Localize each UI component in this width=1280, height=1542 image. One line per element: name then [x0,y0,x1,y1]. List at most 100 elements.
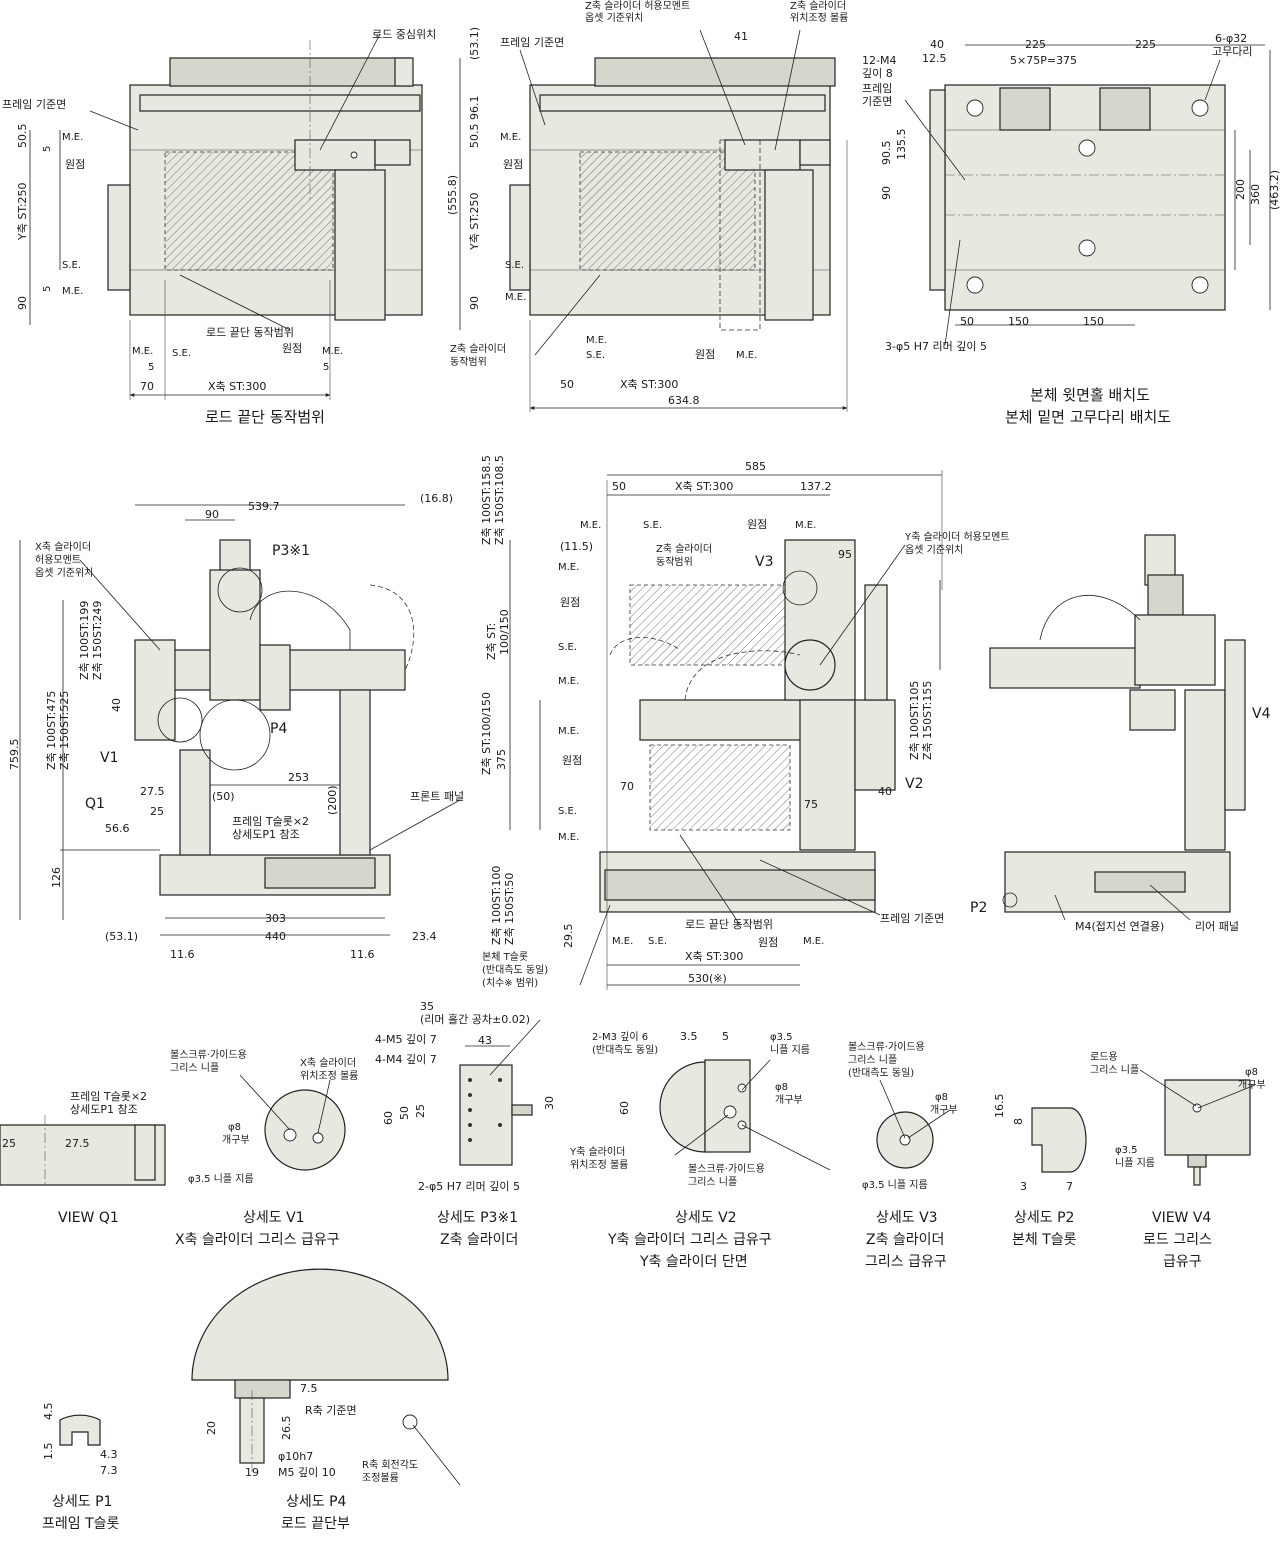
label-origin-3: 원점 [503,158,523,171]
dim-x-st-1: X축 ST:300 [208,380,266,393]
dim-5-d: 5 [42,286,53,292]
dim-50-d: 50 [398,1106,411,1120]
top-left-view: 로드 중심위치 프레임 기준면 M.E. 원점 S.E. M.E. 로드 끝단 … [2,28,436,426]
label-p3-tol-1: 35 [420,1000,434,1013]
dim-70-b: 70 [620,780,634,793]
title-p4-1: 상세도 P4 [286,1494,347,1510]
label-m5-depth: M5 깊이 10 [278,1466,336,1479]
label-se-5: S.E. [643,520,662,531]
title-p3-2: Z축 슬라이더 [440,1232,518,1248]
dim-759-5: 759.5 [8,739,21,771]
detail-p4: 7.5 R축 기준면 20 26.5 φ10h7 19 M5 깊이 10 R축 … [191,1268,461,1532]
label-me-5: M.E. [500,132,521,143]
dim-5-c: 5 [42,146,53,152]
dim-z-st-a: Z축 ST: [485,623,498,660]
dim-50-b: 50 [960,315,974,328]
label-r-ref: R축 기준면 [305,1404,357,1417]
dim-23-4: 23.4 [412,930,437,943]
dim-y-st-2: Y축 ST:250 [468,192,481,251]
label-v2-opening: 개구부 [775,1094,803,1106]
label-v2-grease-2: 그리스 니플 [688,1176,737,1188]
label-origin-6: 원점 [560,596,580,609]
dim-41: 41 [734,30,748,43]
label-p3-tol-2: (리머 홀간 공차±0.02) [420,1013,530,1026]
label-v2-yvol-2: 위치조정 볼륨 [570,1158,628,1171]
title-v3-2: Z축 슬라이더 [866,1232,944,1248]
label-v2-phi8: φ8 [775,1082,788,1093]
title-view-q1: VIEW Q1 [58,1210,119,1226]
detail-v2: 2-M3 깊이 6 (반대측도 동일) 3.5 5 φ3.5 니플 지름 φ8 … [569,1030,831,1270]
label-rod-tip-range-2: 로드 끝단 동작범위 [685,918,773,931]
label-me-2: M.E. [62,286,83,297]
label-v1-nipple: φ3.5 니플 지름 [188,1173,254,1185]
label-p2: P2 [970,900,987,916]
label-y-moment-1: Y축 슬라이더 허용모멘트 [904,531,1009,543]
label-body-tslot-1: 본체 T슬롯 [482,951,528,963]
title-p2-2: 본체 T슬롯 [1012,1232,1077,1248]
dim-200p: (200) [326,785,339,815]
dim-11-5: (11.5) [560,540,593,553]
label-v4-phi8: φ8 [1245,1067,1258,1078]
label-frame-tslot-1: 프레임 T슬롯×2 [232,815,309,828]
dim-7-a: 7 [1066,1180,1073,1193]
label-v2-nipple: 니플 지름 [770,1044,810,1056]
dim-90-c: 90 [880,186,893,200]
label-r-vol-2: 조정볼륨 [362,1472,399,1484]
label-p3-reamer: 2-φ5 H7 리머 깊이 5 [418,1180,520,1193]
label-se-2: S.E. [172,348,191,359]
label-q1-tslot-2: 상세도P1 참조 [70,1103,138,1116]
dim-12-5: 12.5 [922,52,947,65]
dim-4-3: 4.3 [100,1448,118,1461]
dim-5-e: 5 [722,1030,729,1043]
label-frame-tslot-2: 상세도P1 참조 [232,828,300,841]
title-v4-1: VIEW V4 [1152,1210,1211,1226]
dim-z-mid-1: Z축 100ST:199 [78,601,91,680]
detail-p3: 35 (리머 홀간 공차±0.02) 4-M5 깊이 7 4-M4 깊이 7 4… [375,1000,556,1248]
label-frame-ref-center: 프레임 기준면 [880,912,944,925]
dim-56-6: 56.6 [105,822,130,835]
dim-3: 3 [1020,1180,1027,1193]
dim-50-c: 50 [612,480,626,493]
label-v4-nipple: 니플 지름 [1115,1157,1155,1169]
dim-200-a: 200 [1234,179,1247,200]
label-x-moment-3: 옵셋 기준위치 [35,566,93,579]
dim-x-st-4: X축 ST:300 [685,950,743,963]
dim-z-top-2: Z축 150ST:108.5 [493,455,506,545]
label-origin-5: 원점 [747,518,767,531]
title-p2-1: 상세도 P2 [1014,1210,1074,1226]
dim-19: 19 [245,1466,259,1479]
label-r-vol-1: R축 회전각도 [362,1459,418,1471]
dim-60-a: 60 [382,1111,395,1125]
dim-x-st-2: X축 ST:300 [620,378,678,391]
label-y-moment-2: 옵셋 기준위치 [905,543,963,556]
dim-3-5: 3.5 [680,1030,698,1043]
dim-53-1: (53.1) [468,27,481,60]
dim-75: 75 [804,798,818,811]
label-se-3: S.E. [505,260,524,271]
label-se-7: S.E. [558,806,577,817]
dim-7-5: 7.5 [300,1382,318,1395]
dim-25-b: 25 [2,1137,16,1150]
label-frame-ref-2: 프레임 기준면 [500,36,564,49]
label-z-range-c1: Z축 슬라이더 [656,543,712,555]
label-origin-1: 원점 [65,158,85,171]
dim-585: 585 [745,460,766,473]
dim-27-5-b: 27.5 [65,1137,90,1150]
dim-16-8: (16.8) [420,492,453,505]
title-top-right-2: 본체 밑면 고무다리 배치도 [1005,408,1171,426]
dim-z-b-2: Z축 150ST:50 [503,873,516,945]
dim-253: 253 [288,771,309,784]
label-v4-rod-2: 그리스 니플 [1090,1064,1139,1076]
dim-303: 303 [265,912,286,925]
dim-40-a: 40 [930,38,944,51]
label-q1-tslot-1: 프레임 T슬롯×2 [70,1090,147,1103]
detail-p2: 16.5 8 3 7 상세도 P2 본체 T슬롯 [993,1094,1087,1248]
label-v1: V1 [100,750,118,766]
title-top-left: 로드 끝단 동작범위 [205,408,325,426]
label-origin-4: 원점 [695,348,715,361]
dim-7-3: 7.3 [100,1464,118,1477]
dim-90-b: 90 [468,296,481,310]
title-p1-1: 상세도 P1 [52,1494,112,1510]
dim-z-r-1: Z축 100ST:105 [908,681,921,760]
